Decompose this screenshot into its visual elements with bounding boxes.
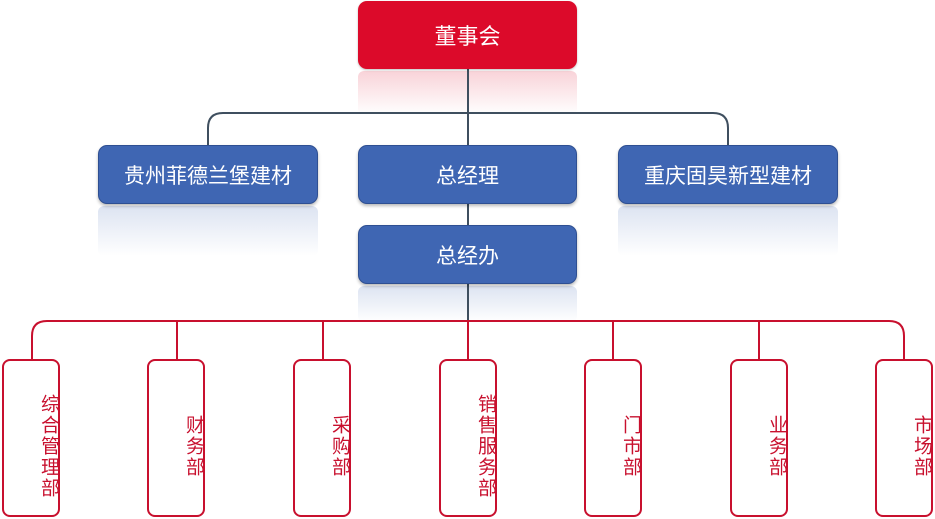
dept-box-4: 销售服务部 bbox=[439, 359, 497, 517]
dept-box-5: 门市部 bbox=[584, 359, 642, 517]
subsidiary-guizhou-label: 贵州菲德兰堡建材 bbox=[124, 163, 292, 188]
reflection-left bbox=[98, 206, 318, 256]
connector-left-branch bbox=[207, 112, 468, 145]
dept-label-6: 业务部 bbox=[766, 414, 788, 478]
general-manager-box: 总经理 bbox=[358, 145, 577, 204]
subsidiary-chongqing-label: 重庆固昊新型建材 bbox=[644, 163, 812, 188]
subsidiary-chongqing-box: 重庆固昊新型建材 bbox=[618, 145, 838, 204]
board-box: 董事会 bbox=[358, 1, 577, 69]
reflection-right bbox=[618, 206, 838, 256]
dept-label-1: 综合管理部 bbox=[38, 393, 60, 499]
dept-label-3: 采购部 bbox=[329, 414, 351, 478]
subsidiary-guizhou-box: 贵州菲德兰堡建材 bbox=[98, 145, 318, 204]
dept-box-1: 综合管理部 bbox=[2, 359, 60, 517]
gm-office-label: 总经办 bbox=[436, 243, 499, 268]
board-label: 董事会 bbox=[434, 25, 501, 50]
dept-box-6: 业务部 bbox=[730, 359, 788, 517]
dept-label-5: 门市部 bbox=[620, 414, 642, 478]
dept-box-3: 采购部 bbox=[293, 359, 351, 517]
general-manager-label: 总经理 bbox=[436, 163, 499, 188]
dept-label-2: 财务部 bbox=[183, 414, 205, 478]
dept-box-2: 财务部 bbox=[147, 359, 205, 517]
dept-label-4: 销售服务部 bbox=[475, 393, 497, 499]
dept-box-7: 市场部 bbox=[875, 359, 933, 517]
dept-label-7: 市场部 bbox=[911, 414, 933, 478]
gm-office-box: 总经办 bbox=[358, 225, 577, 284]
connector-right-branch bbox=[468, 112, 729, 145]
